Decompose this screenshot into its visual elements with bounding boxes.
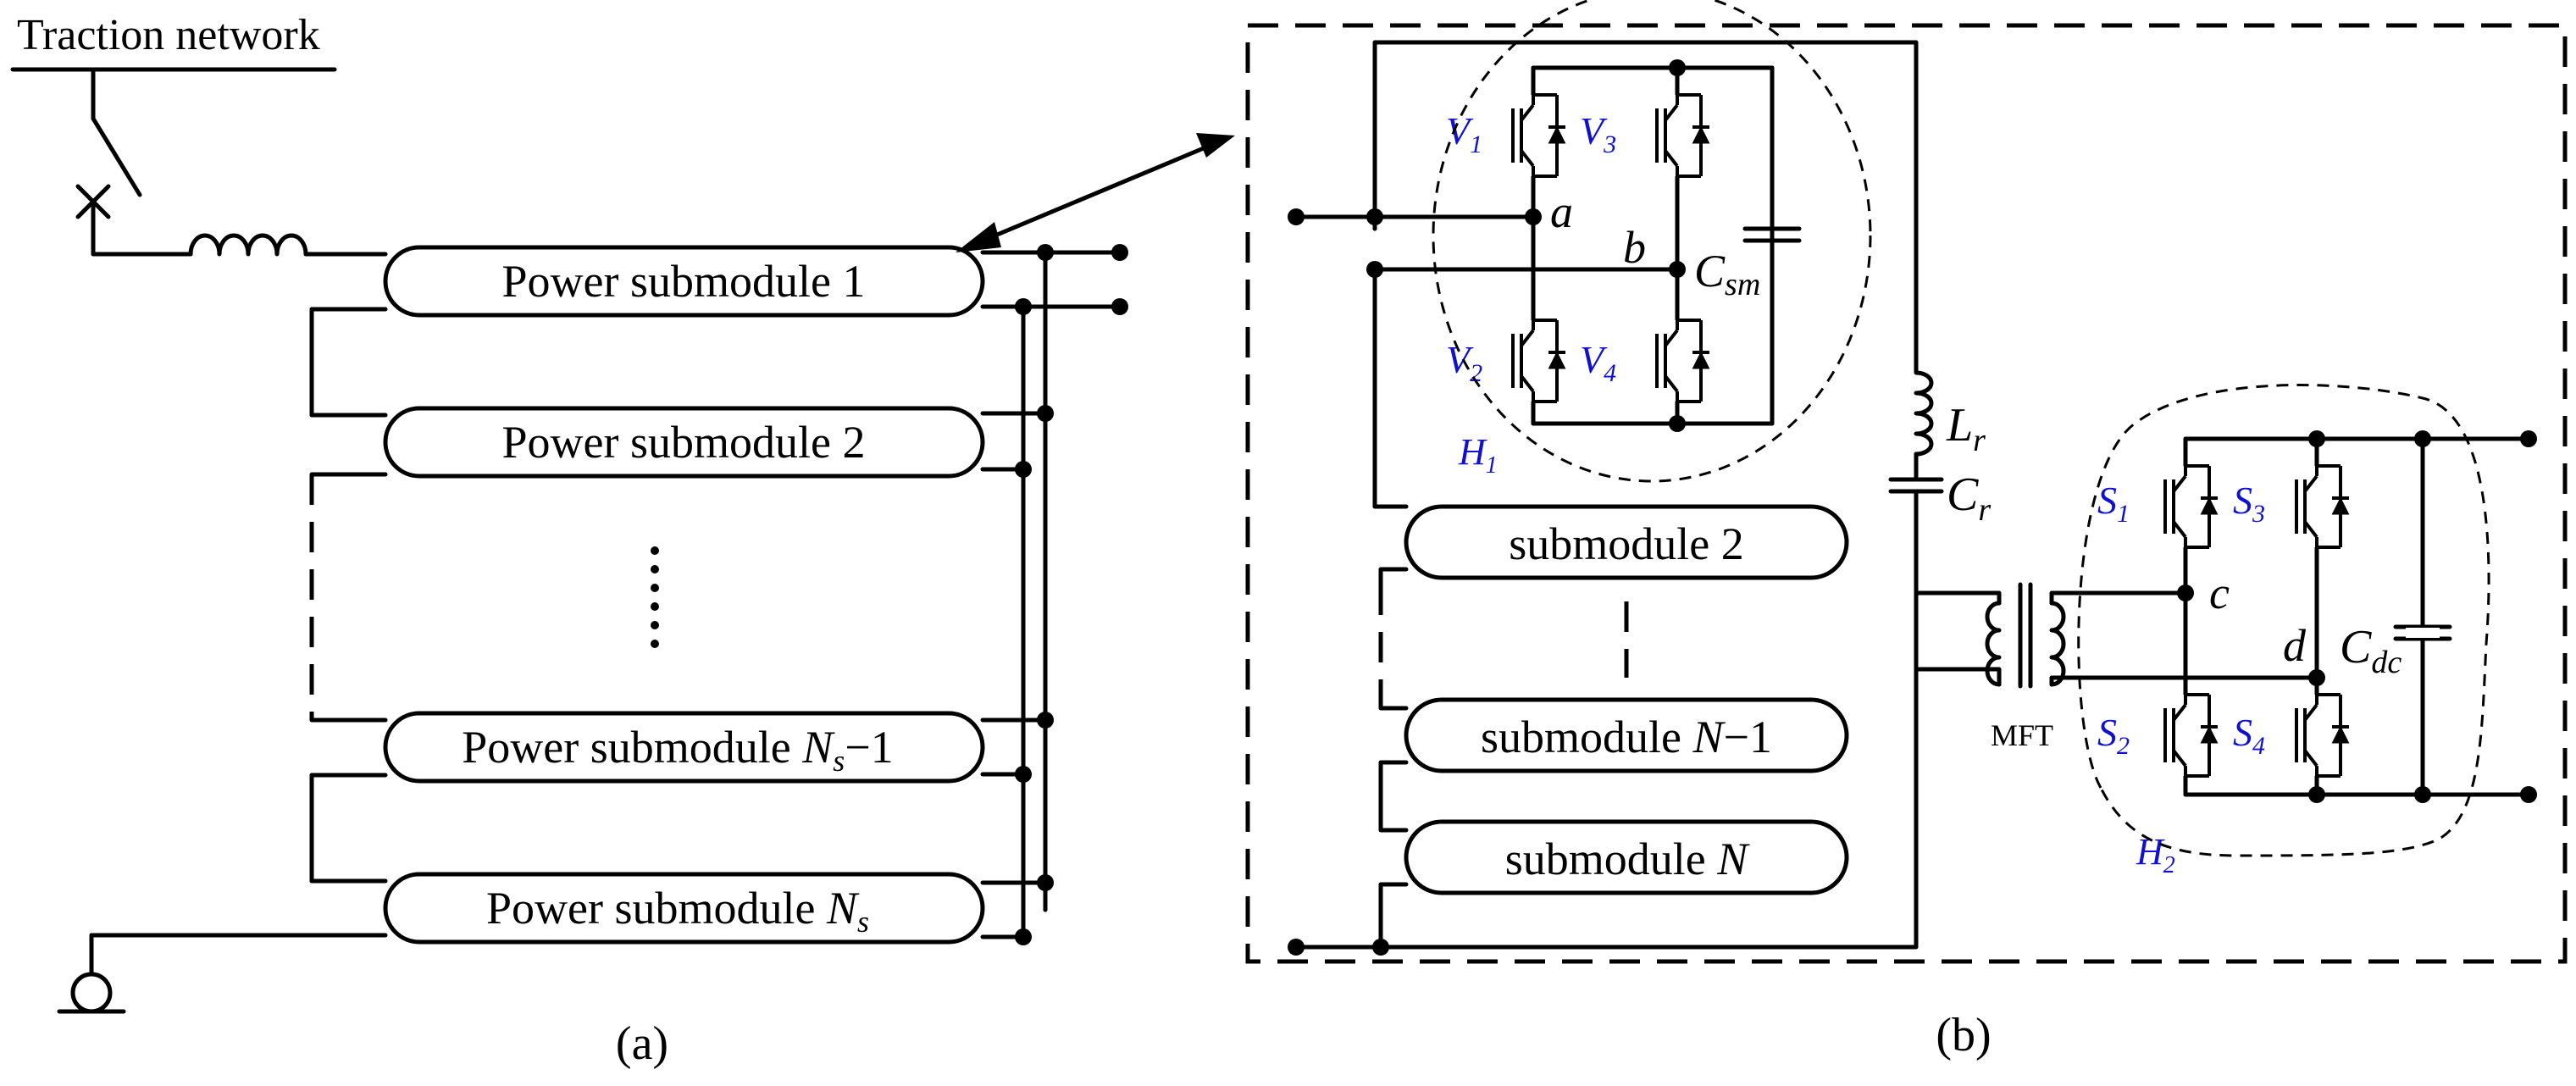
- power-submodule-ns-minus-1: [383, 711, 985, 784]
- igbt-s2: [2163, 693, 2219, 778]
- submodule-detail-frame: [1245, 23, 2568, 964]
- submodule-2: [1404, 504, 1849, 580]
- igbt-v2: [1511, 319, 1566, 403]
- module-1-label: Power submodule 1: [502, 256, 866, 307]
- node-a-label: a: [1550, 186, 1573, 237]
- power-submodule-ns: [383, 872, 985, 945]
- zoom-arrow: [956, 133, 1235, 252]
- panel-b: V1 V3 V2 V4 a b Csm H1 Lr Cr MFT: [1245, 0, 2568, 1061]
- mft-label: MFT: [1991, 718, 2053, 752]
- cr-label: Cr: [1947, 468, 1991, 528]
- node-d-wire: [2049, 675, 2319, 687]
- label-s2: S2: [2097, 711, 2130, 760]
- lr-label: Lr: [1946, 399, 1986, 458]
- csm-label: Csm: [1694, 246, 1760, 302]
- label-v3: V3: [1580, 109, 1616, 158]
- power-submodule-1: [383, 245, 985, 318]
- frame-wire-top: [1372, 40, 1919, 375]
- node-b-label: b: [1623, 222, 1646, 273]
- resonant-inductor: [1914, 370, 1934, 457]
- submodule-n-minus-1: [1404, 697, 1849, 773]
- igbt-v4: [1655, 319, 1710, 403]
- label-s4: S4: [2233, 711, 2265, 760]
- h2-label: H2: [2136, 831, 2175, 878]
- h2-junction-dots: [2177, 430, 2537, 803]
- igbt-s3: [2295, 464, 2350, 549]
- submodule-n-minus-1-label: submodule N−1: [1481, 712, 1772, 762]
- submodule-n: [1404, 819, 1849, 895]
- node-d-label: d: [2283, 620, 2307, 671]
- h1-label: H1: [1458, 431, 1498, 479]
- cdc-label: Cdc: [2340, 621, 2401, 680]
- panel-a: Traction network Power submodule 1 Power…: [10, 11, 1128, 1070]
- frame-wire-bottom: [1294, 590, 1919, 950]
- igbt-v3: [1655, 93, 1710, 178]
- submodule-link-n1-n: [1378, 760, 1409, 833]
- module-ellipsis: [651, 546, 659, 648]
- submodule-2-label: submodule 2: [1509, 518, 1744, 569]
- label-s3: S3: [2233, 479, 2265, 528]
- module-ns-label: Power submodule Ns: [486, 883, 869, 939]
- panel-b-label: (b): [1936, 1009, 1991, 1061]
- ground-symbol: [70, 972, 113, 1014]
- igbt-s4: [2295, 693, 2350, 778]
- igbt-v1: [1511, 93, 1566, 178]
- module-2-label: Power submodule 2: [502, 417, 866, 468]
- igbt-s1: [2163, 464, 2219, 549]
- traction-network-label: Traction network: [17, 11, 320, 59]
- bus-junction-dots: [1015, 244, 1128, 945]
- mft-secondary: [2049, 601, 2066, 687]
- h1-zone: [1432, 0, 1872, 483]
- submodule-n-label: submodule N: [1505, 834, 1751, 884]
- power-submodule-2: [383, 406, 985, 479]
- label-s1: S1: [2097, 479, 2130, 528]
- panel-a-label: (a): [616, 1017, 668, 1070]
- node-c-wire: [2049, 590, 2188, 606]
- input-inductor: [188, 233, 308, 257]
- breaker-blade: [91, 116, 142, 197]
- cr-to-mft: [1914, 489, 2002, 606]
- module-ns-minus-1-label: Power submodule Ns−1: [462, 722, 893, 778]
- submodule-n-to-ground: [1378, 882, 1409, 950]
- label-v4: V4: [1580, 338, 1616, 387]
- label-v1: V1: [1446, 109, 1482, 158]
- label-v2: V2: [1446, 338, 1482, 387]
- node-c-label: c: [2209, 568, 2230, 618]
